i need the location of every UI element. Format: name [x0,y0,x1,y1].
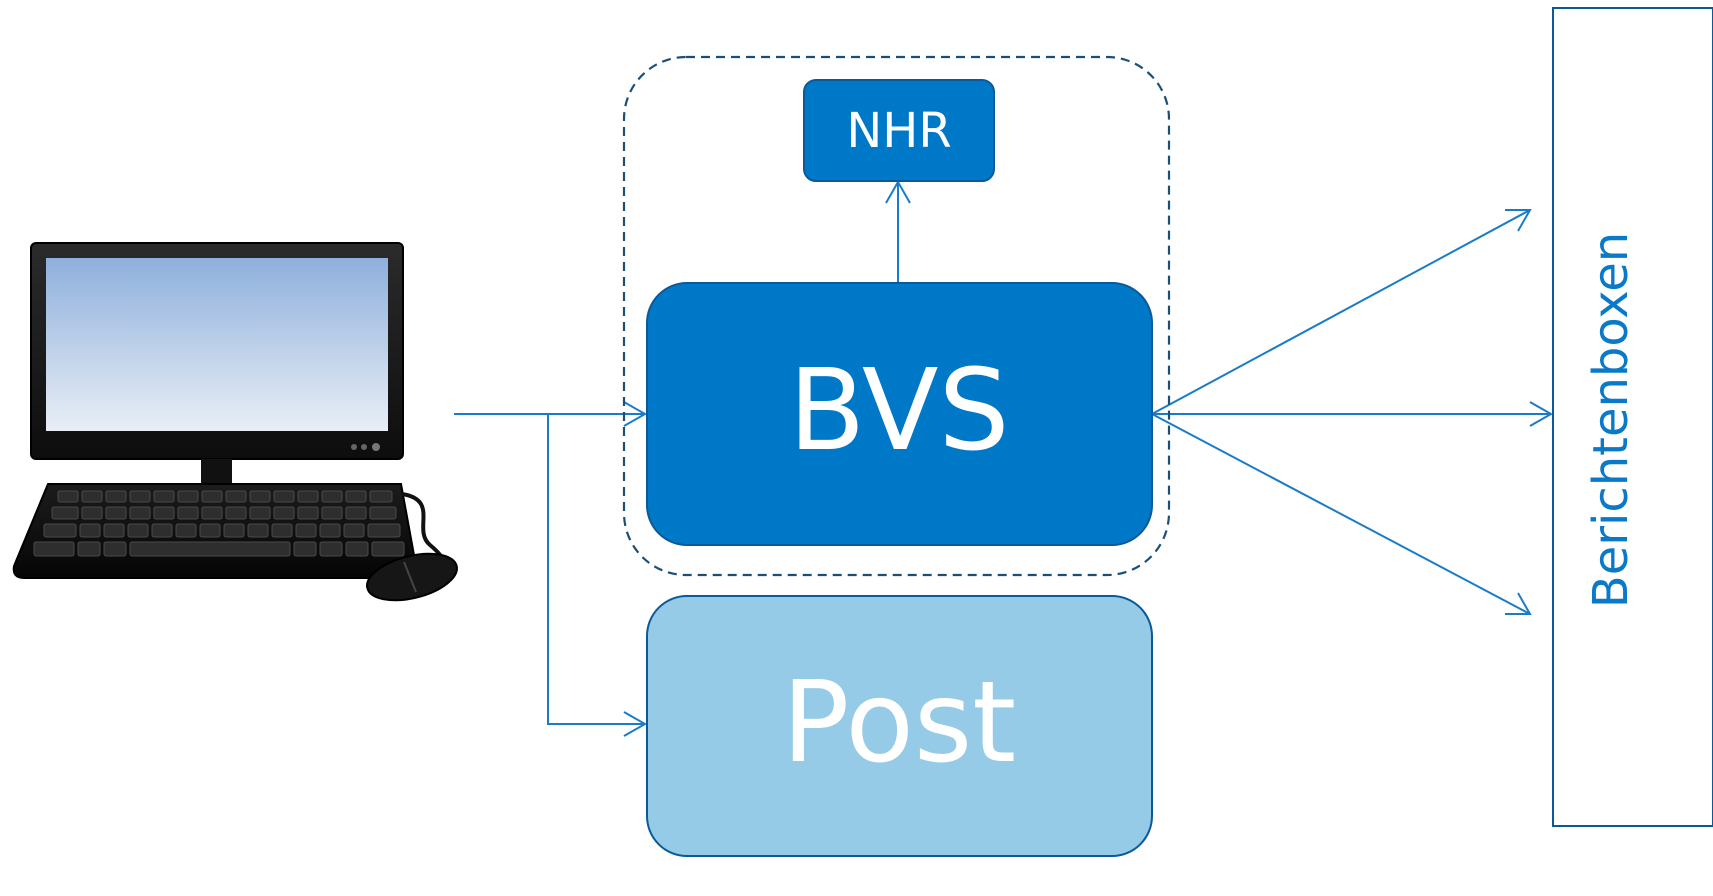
post-label: Post [782,658,1016,788]
arrow-upper [1505,209,1532,232]
post-node: Post [646,595,1153,857]
mouse-icon [366,552,458,602]
bvs-system-boundary [622,55,1171,577]
arrow-lower [1505,592,1532,615]
keyboard-keys [33,490,405,557]
monitor-screen [46,258,388,431]
arrow-middle [1529,401,1554,427]
computer-to-post-line [547,414,645,725]
bvs-label: BVS [788,346,1009,476]
bvs-to-berichtenboxen-upper [1151,209,1531,415]
power-led [372,443,380,451]
berichtenboxen-node: Berichtenboxen [1552,7,1713,827]
arrow-into-post [623,711,648,737]
monitor-stand [201,459,232,485]
monitor-button [351,444,357,450]
bvs-to-berichtenboxen-lower [1151,413,1531,615]
desktop-computer-icon [12,242,458,602]
bvs-node: BVS [646,282,1153,546]
monitor-button [361,444,367,450]
connectors [454,179,1554,737]
nhr-node: NHR [803,79,995,182]
nhr-label: NHR [846,103,951,159]
berichtenboxen-label: Berichtenboxen [1583,232,1639,608]
arrow-into-bvs [623,401,648,427]
